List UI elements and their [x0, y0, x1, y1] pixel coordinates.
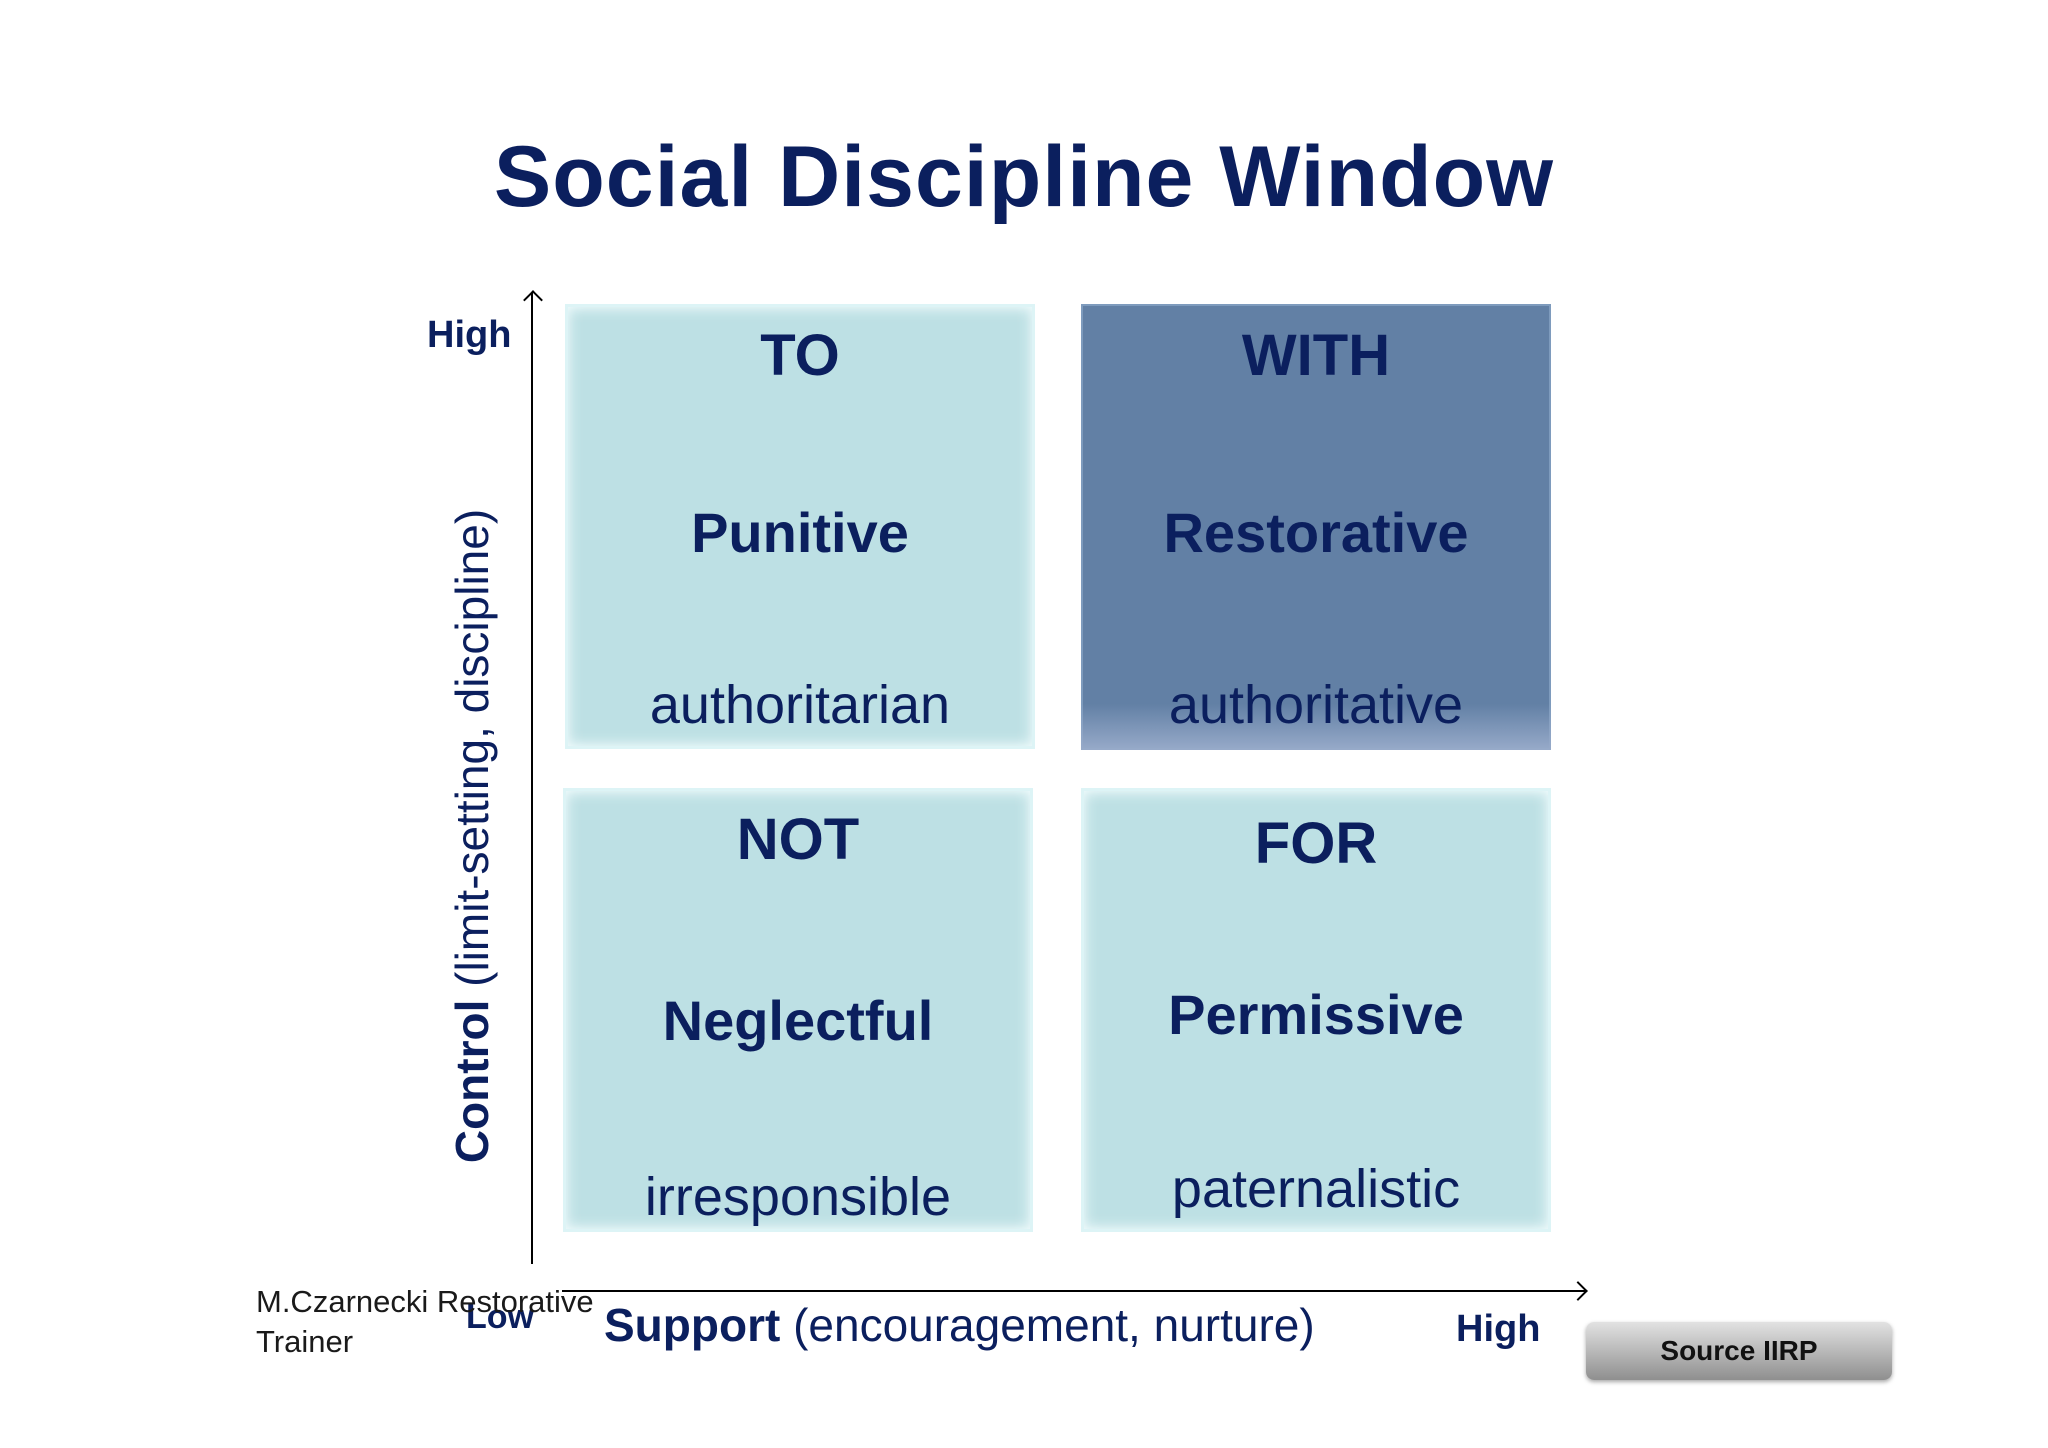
quadrant-style: Punitive [691, 501, 909, 564]
author-credit-line1: M.Czarnecki Restorative [256, 1284, 594, 1319]
source-badge: Source IIRP [1586, 1322, 1892, 1380]
x-axis-arrowhead [1568, 1281, 1588, 1301]
y-axis-label: Control (limit-setting, discipline) [445, 509, 499, 1163]
quadrant-style: Restorative [1163, 501, 1469, 564]
y-axis-high-label: High [427, 314, 512, 356]
x-axis-line [562, 1290, 1586, 1292]
quadrant-head: NOT [736, 807, 860, 872]
x-axis-label: Support (encouragement, nurture) [604, 1298, 1315, 1352]
quadrant-not: NOT Neglectful irresponsible [563, 788, 1033, 1232]
quadrant-description: authoritative [1168, 675, 1464, 735]
y-axis-arrowhead [523, 290, 543, 310]
x-axis-label-rest: (encouragement, nurture) [793, 1299, 1315, 1351]
slide-title: Social Discipline Window [493, 129, 1555, 225]
quadrant-head: TO [760, 323, 840, 388]
y-axis-label-rest: (limit-setting, discipline) [446, 508, 498, 987]
quadrant-description: irresponsible [644, 1167, 952, 1227]
quadrant-style: Neglectful [662, 989, 934, 1052]
quadrant-with: WITH Restorative authoritative [1081, 304, 1551, 750]
quadrant-to: TO Punitive authoritarian [565, 304, 1035, 749]
quadrant-head: FOR [1254, 811, 1378, 876]
y-axis-line [531, 292, 533, 1264]
author-credit-line2: Trainer [256, 1324, 354, 1359]
author-credit: M.Czarnecki Restorative Trainer [256, 1282, 594, 1362]
quadrant-head: WITH [1241, 323, 1391, 388]
quadrant-style: Permissive [1168, 983, 1464, 1046]
quadrant-description: authoritarian [649, 675, 951, 735]
quadrant-for: FOR Permissive paternalistic [1081, 788, 1551, 1232]
x-axis-low-label: Low [466, 1298, 534, 1336]
x-axis-label-bold: Support [604, 1299, 781, 1351]
quadrant-description: paternalistic [1171, 1159, 1461, 1219]
x-axis-high-label: High [1456, 1308, 1541, 1350]
y-axis-label-bold: Control [446, 999, 498, 1164]
